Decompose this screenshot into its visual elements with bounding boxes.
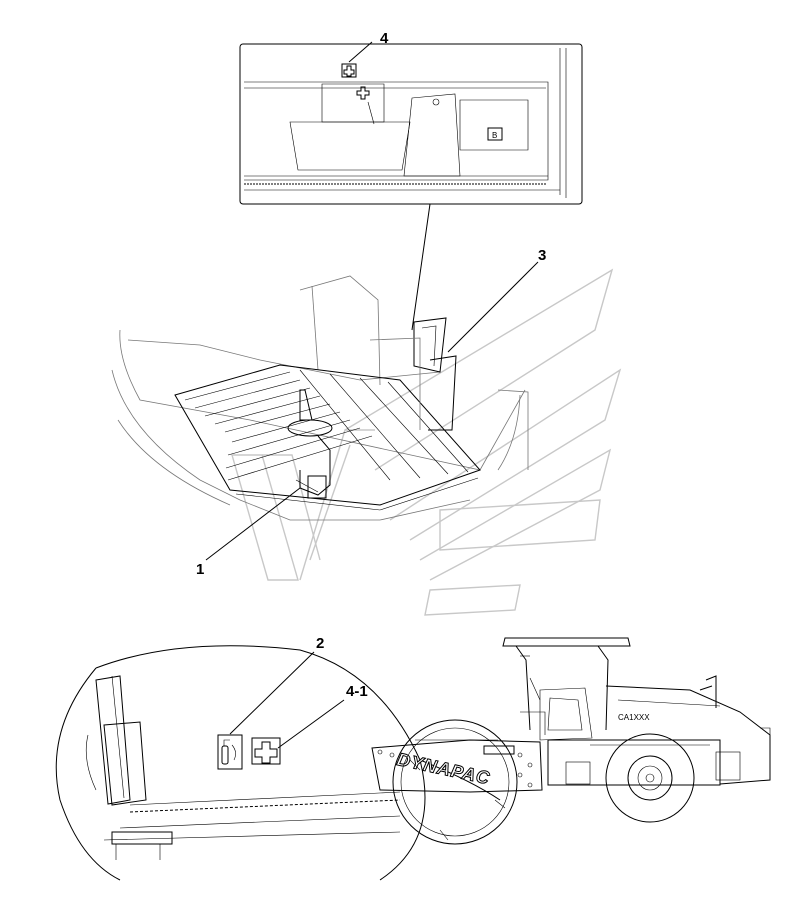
first-aid-decal <box>251 737 281 765</box>
cab-floor-view <box>111 275 529 521</box>
model-label: CA1XXX <box>618 713 650 722</box>
callout-4-1: 4-1 <box>346 683 368 700</box>
roller-side-view: CA1XXX DYNAPAC <box>371 637 771 845</box>
callout-1: 1 <box>196 561 204 578</box>
callout-3: 3 <box>538 247 546 264</box>
dynapac-watermark-logo <box>231 268 622 616</box>
first-aid-icon <box>341 63 357 78</box>
callout-4: 4 <box>380 30 389 47</box>
detail-inset-top: B 4 <box>239 30 583 331</box>
callout-2: 2 <box>316 635 324 652</box>
detail-bubble <box>55 645 501 881</box>
fire-extinguisher-icon <box>217 734 243 770</box>
brand-label: DYNAPAC <box>395 749 492 788</box>
svg-text:B: B <box>492 131 497 140</box>
first-aid-icon-small <box>356 86 370 100</box>
